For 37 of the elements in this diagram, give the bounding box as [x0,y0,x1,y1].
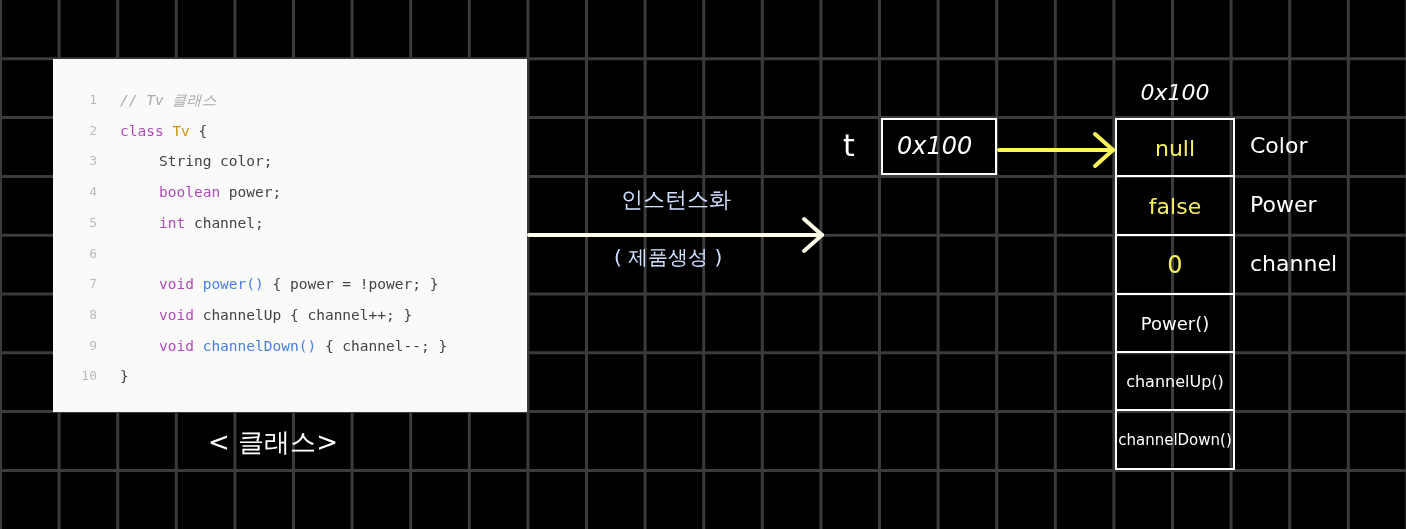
memory-cell: false [1115,177,1235,236]
code-line: void power() { power = !power; } [159,275,439,295]
line-number: 8 [88,305,97,324]
node-label: < 클래스> [207,426,339,459]
arrow [997,132,1115,168]
line-number: 10 [80,367,97,386]
address-label: 0x100 [1139,80,1211,105]
code-line: void channelDown() { channel--; } [159,336,448,356]
arrow [527,217,824,253]
code-panel [53,59,527,412]
line-number: 7 [88,275,97,294]
variable-name: t [843,128,855,163]
line-number: 9 [88,336,97,355]
arrow-note: ( 제품생성 ) [614,244,723,271]
code-line: void channelUp { channel++; } [159,305,413,325]
field-name: channel [1250,250,1338,276]
code-line: } [120,367,129,387]
line-number: 6 [88,244,97,263]
edge-label: 인스턴스화 [619,186,732,214]
line-number: 2 [88,121,97,140]
code-line: String color; [159,152,273,172]
code-line: class Tv { [120,121,208,141]
memory-cell: null [1115,118,1235,177]
field-name: Power [1250,191,1317,217]
memory-cell: channelUp() [1115,353,1235,411]
code-line: boolean power; [159,183,282,203]
address-box: 0x100 [881,118,997,175]
code-line: int channel; [159,213,264,233]
field-name: Color [1250,132,1308,158]
memory-cell: channelDown() [1115,411,1235,470]
line-number: 4 [88,183,97,202]
memory-cell: Power() [1115,295,1235,353]
code-line: // Tv 클래스 [120,91,218,110]
memory-cell: 0 [1115,236,1235,295]
line-number: 1 [88,91,97,109]
line-number: 3 [88,152,97,171]
line-number: 5 [88,213,97,232]
